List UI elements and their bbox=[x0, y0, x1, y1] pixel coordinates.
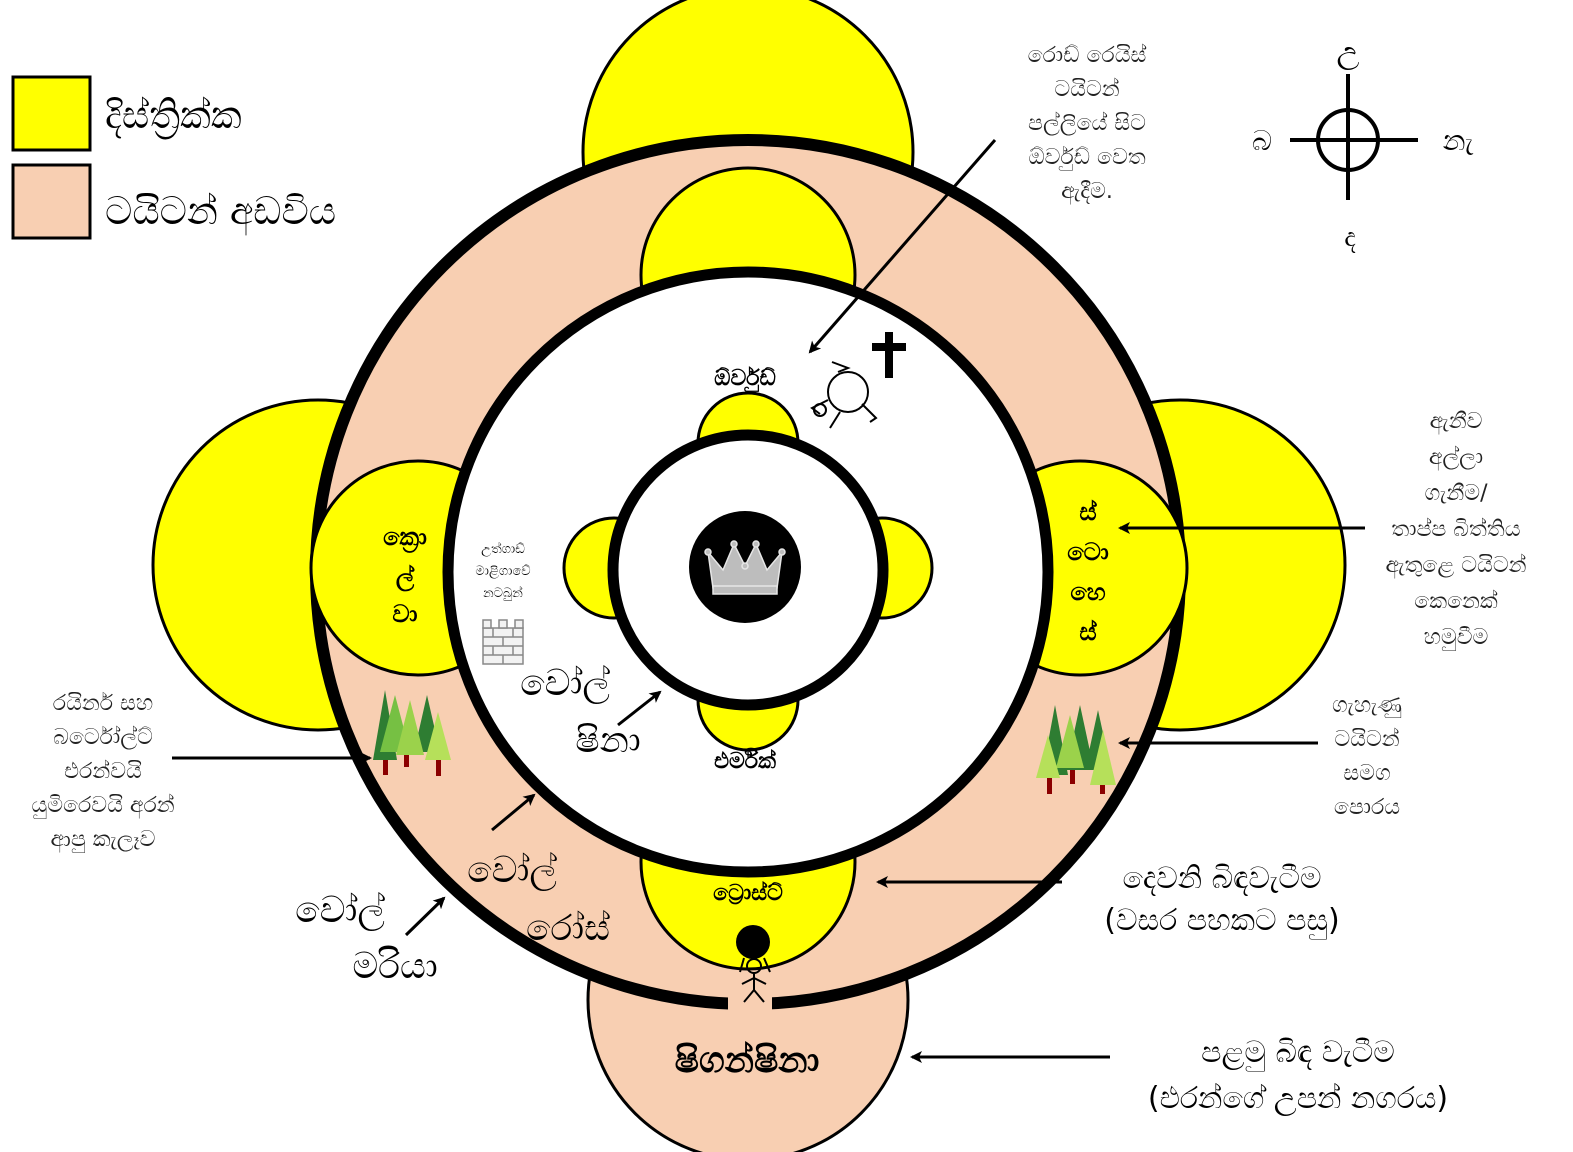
forest-west-text-1: රයිනර් සහ bbox=[53, 691, 153, 716]
krolva-label-2: ල් bbox=[396, 563, 415, 592]
forest-west-text-5: ආපු කැලෑව bbox=[51, 827, 156, 853]
reiss-chapel-text-5: ඇදීම. bbox=[1061, 179, 1113, 205]
underground-label-2: මාළිගාවේ bbox=[475, 564, 530, 579]
colossal-titan-head bbox=[736, 925, 770, 959]
reiss-chapel-text-1: රොඩ් රෙයිස් bbox=[1028, 43, 1147, 68]
annie-text-4: තාප්ප බිත්තිය bbox=[1391, 517, 1520, 542]
reiss-chapel-text-3: පල්ලියේ සිට bbox=[1028, 111, 1146, 136]
wall-sina-arrow bbox=[617, 690, 662, 727]
wall-rose-label-2: රෝස් bbox=[526, 908, 610, 949]
underground-label-1: උත්ගාඩ් bbox=[481, 541, 525, 557]
wall-maria-arrow bbox=[404, 896, 446, 937]
compass-south: ද bbox=[1344, 223, 1356, 253]
forest-west-text-3: එරන්වයි bbox=[64, 759, 142, 784]
underground-label-3: නටබුන් bbox=[483, 585, 523, 601]
wall-rose-arrow bbox=[491, 793, 536, 832]
shiganshina-tip bbox=[735, 1106, 779, 1150]
compass-west: බ bbox=[1252, 124, 1272, 157]
annie-text-7: හමුවීම bbox=[1424, 625, 1489, 651]
brick-wall-icon bbox=[482, 619, 524, 665]
forest-east-text-1: ගැහැණු bbox=[1332, 693, 1402, 718]
forest-west-text-4: යුමිරෙවයි අරන් bbox=[31, 793, 174, 819]
colossal-titan-icon bbox=[739, 957, 771, 1003]
wall-maria-label-1: වෝල් bbox=[295, 890, 385, 932]
reiss-chapel-text-2: ටයිටන් bbox=[1054, 77, 1119, 102]
first-breach-text-2: (එරන්ගේ උපන් නගරය) bbox=[1148, 1081, 1448, 1116]
compass-east: නැ bbox=[1443, 124, 1474, 157]
legend-swatch-district bbox=[11, 75, 92, 152]
trost-label: ට්‍රොස්ට් bbox=[713, 880, 783, 906]
orvud-label: ඕර්වුඩ් bbox=[714, 365, 776, 392]
crown-icon bbox=[704, 540, 786, 595]
forest-west-text-2: බර්ටෝල්ට් bbox=[53, 725, 153, 750]
reiss-chapel-arrow bbox=[808, 139, 997, 354]
forest-east-text-3: සමග bbox=[1343, 761, 1390, 786]
stohess-label-2: ටො bbox=[1067, 538, 1109, 566]
wall-maria-breach-gap bbox=[728, 995, 772, 1017]
annie-text-2: අල්ලා bbox=[1429, 445, 1483, 471]
pine-trees-east-icon bbox=[1036, 705, 1116, 794]
compass-rose bbox=[1290, 74, 1418, 200]
wall-rose-label-1: වෝල් bbox=[467, 850, 557, 892]
wall-sina-label-2: ෂිනා bbox=[575, 720, 640, 761]
annie-text-3: ගැනීම/ bbox=[1425, 481, 1489, 506]
compass-north: උ bbox=[1337, 35, 1360, 70]
reiss-chapel-text-4: ඕර්වුඩ් වෙත bbox=[1028, 145, 1146, 170]
krolva-label-1: ක්‍රො bbox=[383, 523, 427, 553]
stohess-label-4: ස් bbox=[1079, 618, 1097, 646]
first-breach-text-1: පළමු බිඳ වැටීම bbox=[1201, 1035, 1395, 1072]
wall-sina-label-1: වෝල් bbox=[520, 663, 610, 705]
legend-label-titan-zone: ටයිටන් අඩවිය bbox=[105, 189, 336, 236]
pine-trees-icon bbox=[373, 690, 451, 776]
annie-text-1: ඇනීව bbox=[1430, 409, 1483, 435]
wall-maria-label-2: මරියා bbox=[352, 946, 437, 987]
cross-icon bbox=[872, 332, 906, 378]
shiganshina-label: ෂිගන්ෂිනා bbox=[675, 1040, 820, 1081]
second-breach-text-1: දෙවනි බිඳවැටීම bbox=[1122, 861, 1321, 896]
stohess-label-1: ස් bbox=[1079, 498, 1097, 526]
krolva-label-3: වා bbox=[392, 600, 417, 628]
legend-label-district: දිස්ත්‍රික්ක bbox=[105, 93, 242, 140]
forest-east-text-4: පොරය bbox=[1334, 795, 1400, 820]
ermich-label: එර්මික් bbox=[714, 747, 776, 774]
annie-text-6: කෙනෙක් bbox=[1414, 589, 1498, 614]
stohess-label-3: හෙ bbox=[1070, 578, 1105, 606]
annie-text-5: ඇතුළෙ ටයිටන් bbox=[1385, 553, 1526, 579]
legend-swatch-titan-zone bbox=[11, 163, 92, 240]
forest-east-text-2: ටයිටන් bbox=[1334, 727, 1399, 752]
titan-figure-icon bbox=[810, 361, 878, 429]
second-breach-text-2: (වසර පහකට පසු) bbox=[1104, 903, 1339, 940]
